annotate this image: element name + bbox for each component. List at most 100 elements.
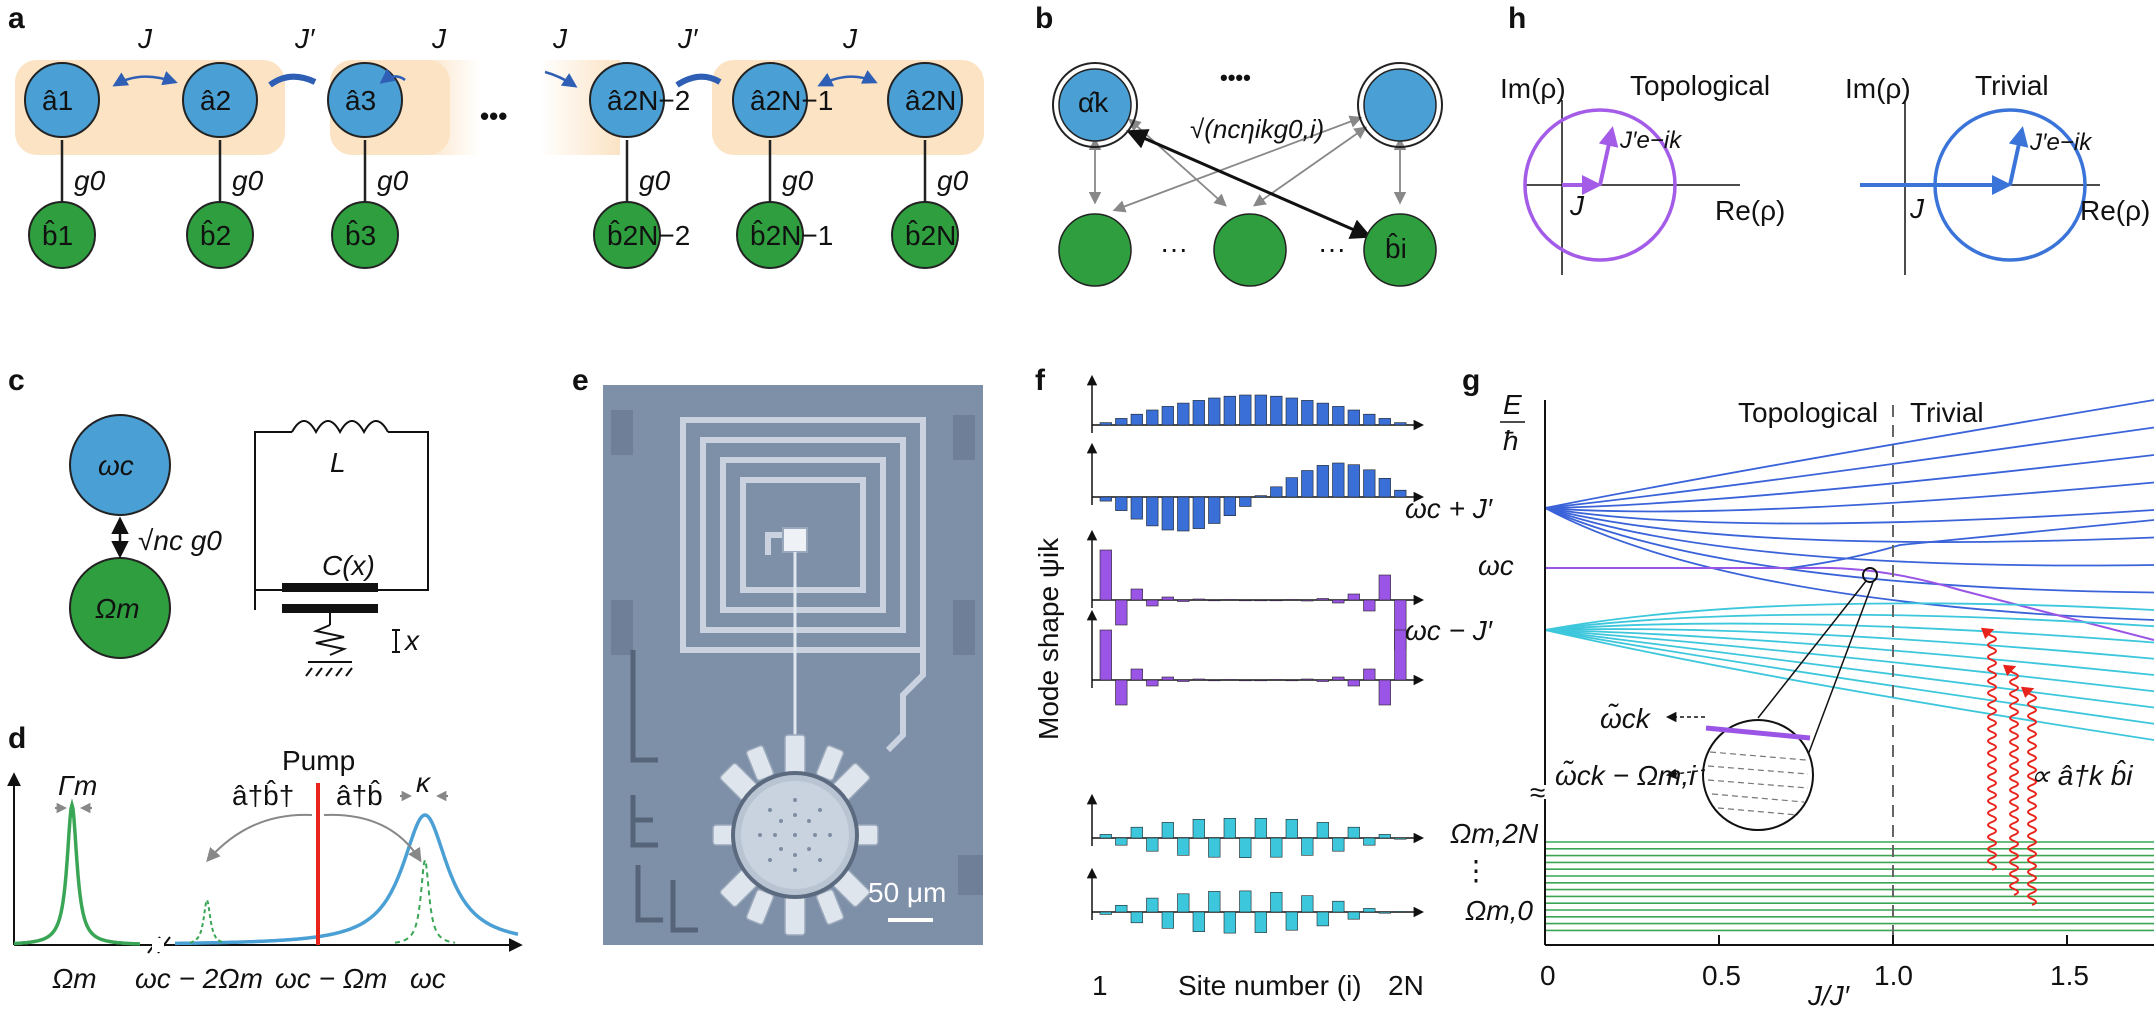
- g0-label: g0: [639, 165, 671, 196]
- mode-bar: [1347, 911, 1360, 920]
- mode-bar: [1208, 891, 1221, 913]
- level-wc-plus: ωc + J′: [1405, 493, 1494, 524]
- xtick-0: 0: [1540, 960, 1556, 991]
- coupling-label: J: [552, 23, 568, 54]
- mode-bar: [1254, 599, 1267, 602]
- xtick-wc-2Om: ωc − 2Ωm: [135, 963, 263, 994]
- mode-bar: [1208, 837, 1221, 858]
- mode-bar: [1347, 679, 1360, 687]
- level-wc-minus: ωc − J′: [1405, 615, 1494, 646]
- mode-bar: [1192, 496, 1205, 529]
- site-number-xlabel: Site number (i): [1178, 970, 1362, 1001]
- mech-node-label: b̂3: [345, 220, 376, 251]
- mode-bar: [1363, 413, 1376, 426]
- lower-band-line: [1544, 629, 2154, 693]
- mode-bar: [1270, 679, 1283, 681]
- level-wc: ωc: [1478, 550, 1514, 581]
- Omega-m-node: Ωm: [95, 593, 140, 624]
- upper-band-line: [1544, 454, 2154, 509]
- panel-b: α̂k b̂i √(ncηikg0,i) •••• ··· ···: [1052, 62, 1443, 287]
- e-label: E: [1503, 389, 1522, 420]
- lower-band-line: [1544, 629, 2154, 676]
- mode-bar: [1394, 837, 1407, 840]
- mech-node: [593, 201, 661, 269]
- mode-bar: [1378, 911, 1391, 914]
- g0-label: g0: [782, 165, 814, 196]
- annot-wc-tilde: ω̃ck: [1600, 703, 1652, 734]
- mode-bar: [1254, 679, 1267, 682]
- x-axis-label: J/J′: [1807, 980, 1851, 1011]
- mode-plot: [1086, 793, 1425, 859]
- adag-bdag-label: â†b̂†: [232, 780, 294, 811]
- mech-node-label: b̂2N−2: [607, 220, 690, 251]
- re-axis-left: Re(ρ): [1715, 195, 1785, 226]
- coupling-label: J: [842, 23, 858, 54]
- mode-bar: [1192, 818, 1205, 839]
- displacement-label: x: [403, 625, 420, 656]
- mode-bar: [1332, 900, 1345, 913]
- panel-h: Im(ρ) Topological Re(ρ) J J′e−ik Im(ρ) T…: [1500, 70, 2150, 275]
- upper-band-line: [1544, 507, 2154, 567]
- mode-bar: [1239, 599, 1252, 602]
- mode-bar: [1099, 629, 1112, 681]
- panel-label-h: h: [1508, 2, 1526, 35]
- annot-proportional: ∝ â†k b̂i: [2030, 760, 2133, 791]
- cavity-node-label: â2N−1: [750, 85, 833, 116]
- lower-band-line: [1544, 602, 2154, 631]
- mech-node: [331, 201, 399, 269]
- mode-bar: [1161, 406, 1174, 426]
- mode-bar: [1239, 679, 1252, 682]
- mode-bar: [1394, 629, 1407, 681]
- mode-bar: [1332, 462, 1345, 498]
- lower-band-line: [1544, 629, 2154, 709]
- region-topological: Topological: [1738, 397, 1878, 428]
- panel-label-b: b: [1035, 2, 1053, 35]
- lower-band-line: [1544, 622, 2154, 644]
- mode-bar: [1115, 599, 1128, 626]
- mode-bar: [1394, 489, 1407, 498]
- cavity-node: [589, 62, 665, 138]
- re-axis-right: Re(ρ): [2080, 195, 2150, 226]
- mode-bar: [1301, 678, 1314, 681]
- mode-bar: [1161, 676, 1174, 681]
- upper-band-line: [1544, 507, 2154, 543]
- coupling-formula: √(ncηikg0,i): [1190, 114, 1324, 144]
- mode-bar: [1115, 904, 1128, 913]
- coupling-label: J: [431, 23, 447, 54]
- excitation-arrow: [1980, 627, 1997, 871]
- coupling-label: J′: [294, 23, 316, 54]
- panel-f: Mode shape ψik Site number (i) 1 2N: [1033, 374, 1425, 1001]
- mode-bar: [1363, 668, 1376, 681]
- topological-title: Topological: [1630, 70, 1770, 101]
- mode-bar: [1239, 890, 1252, 913]
- mode-bar: [1285, 679, 1298, 682]
- mode-bar: [1239, 837, 1252, 859]
- mech-node: [186, 201, 254, 269]
- adag-b-label: â†b̂: [336, 780, 383, 811]
- mode-bar: [1177, 893, 1190, 913]
- mode-bar: [1208, 599, 1221, 602]
- mode-bar: [1223, 395, 1236, 426]
- upper-band-line: [1544, 507, 2154, 525]
- mode-bar: [1130, 668, 1143, 681]
- mode-bar: [1285, 911, 1298, 931]
- xtick-Omega-m: Ωm: [52, 963, 97, 994]
- mode-bar: [1208, 679, 1221, 682]
- mech-node-label: b̂2N: [905, 220, 956, 251]
- panel-label-c: c: [8, 364, 25, 397]
- panel-label-g: g: [1462, 364, 1480, 397]
- im-axis-right: Im(ρ): [1845, 73, 1911, 104]
- mode-bar: [1099, 911, 1112, 915]
- mech-node-label: b̂1: [42, 220, 73, 251]
- mode-bar: [1177, 599, 1190, 602]
- lower-band-line: [1544, 613, 2154, 631]
- mode-bar: [1394, 422, 1407, 426]
- mech-node-label: b̂2N−1: [750, 220, 833, 251]
- mode-bar: [1316, 822, 1329, 839]
- mode-bar: [1115, 679, 1128, 706]
- mode-bar: [1316, 402, 1329, 426]
- kappa-label: κ: [416, 767, 432, 798]
- mode-bar: [1177, 837, 1190, 856]
- g0-label: g0: [377, 165, 409, 196]
- xtick-0.5: 0.5: [1702, 960, 1741, 991]
